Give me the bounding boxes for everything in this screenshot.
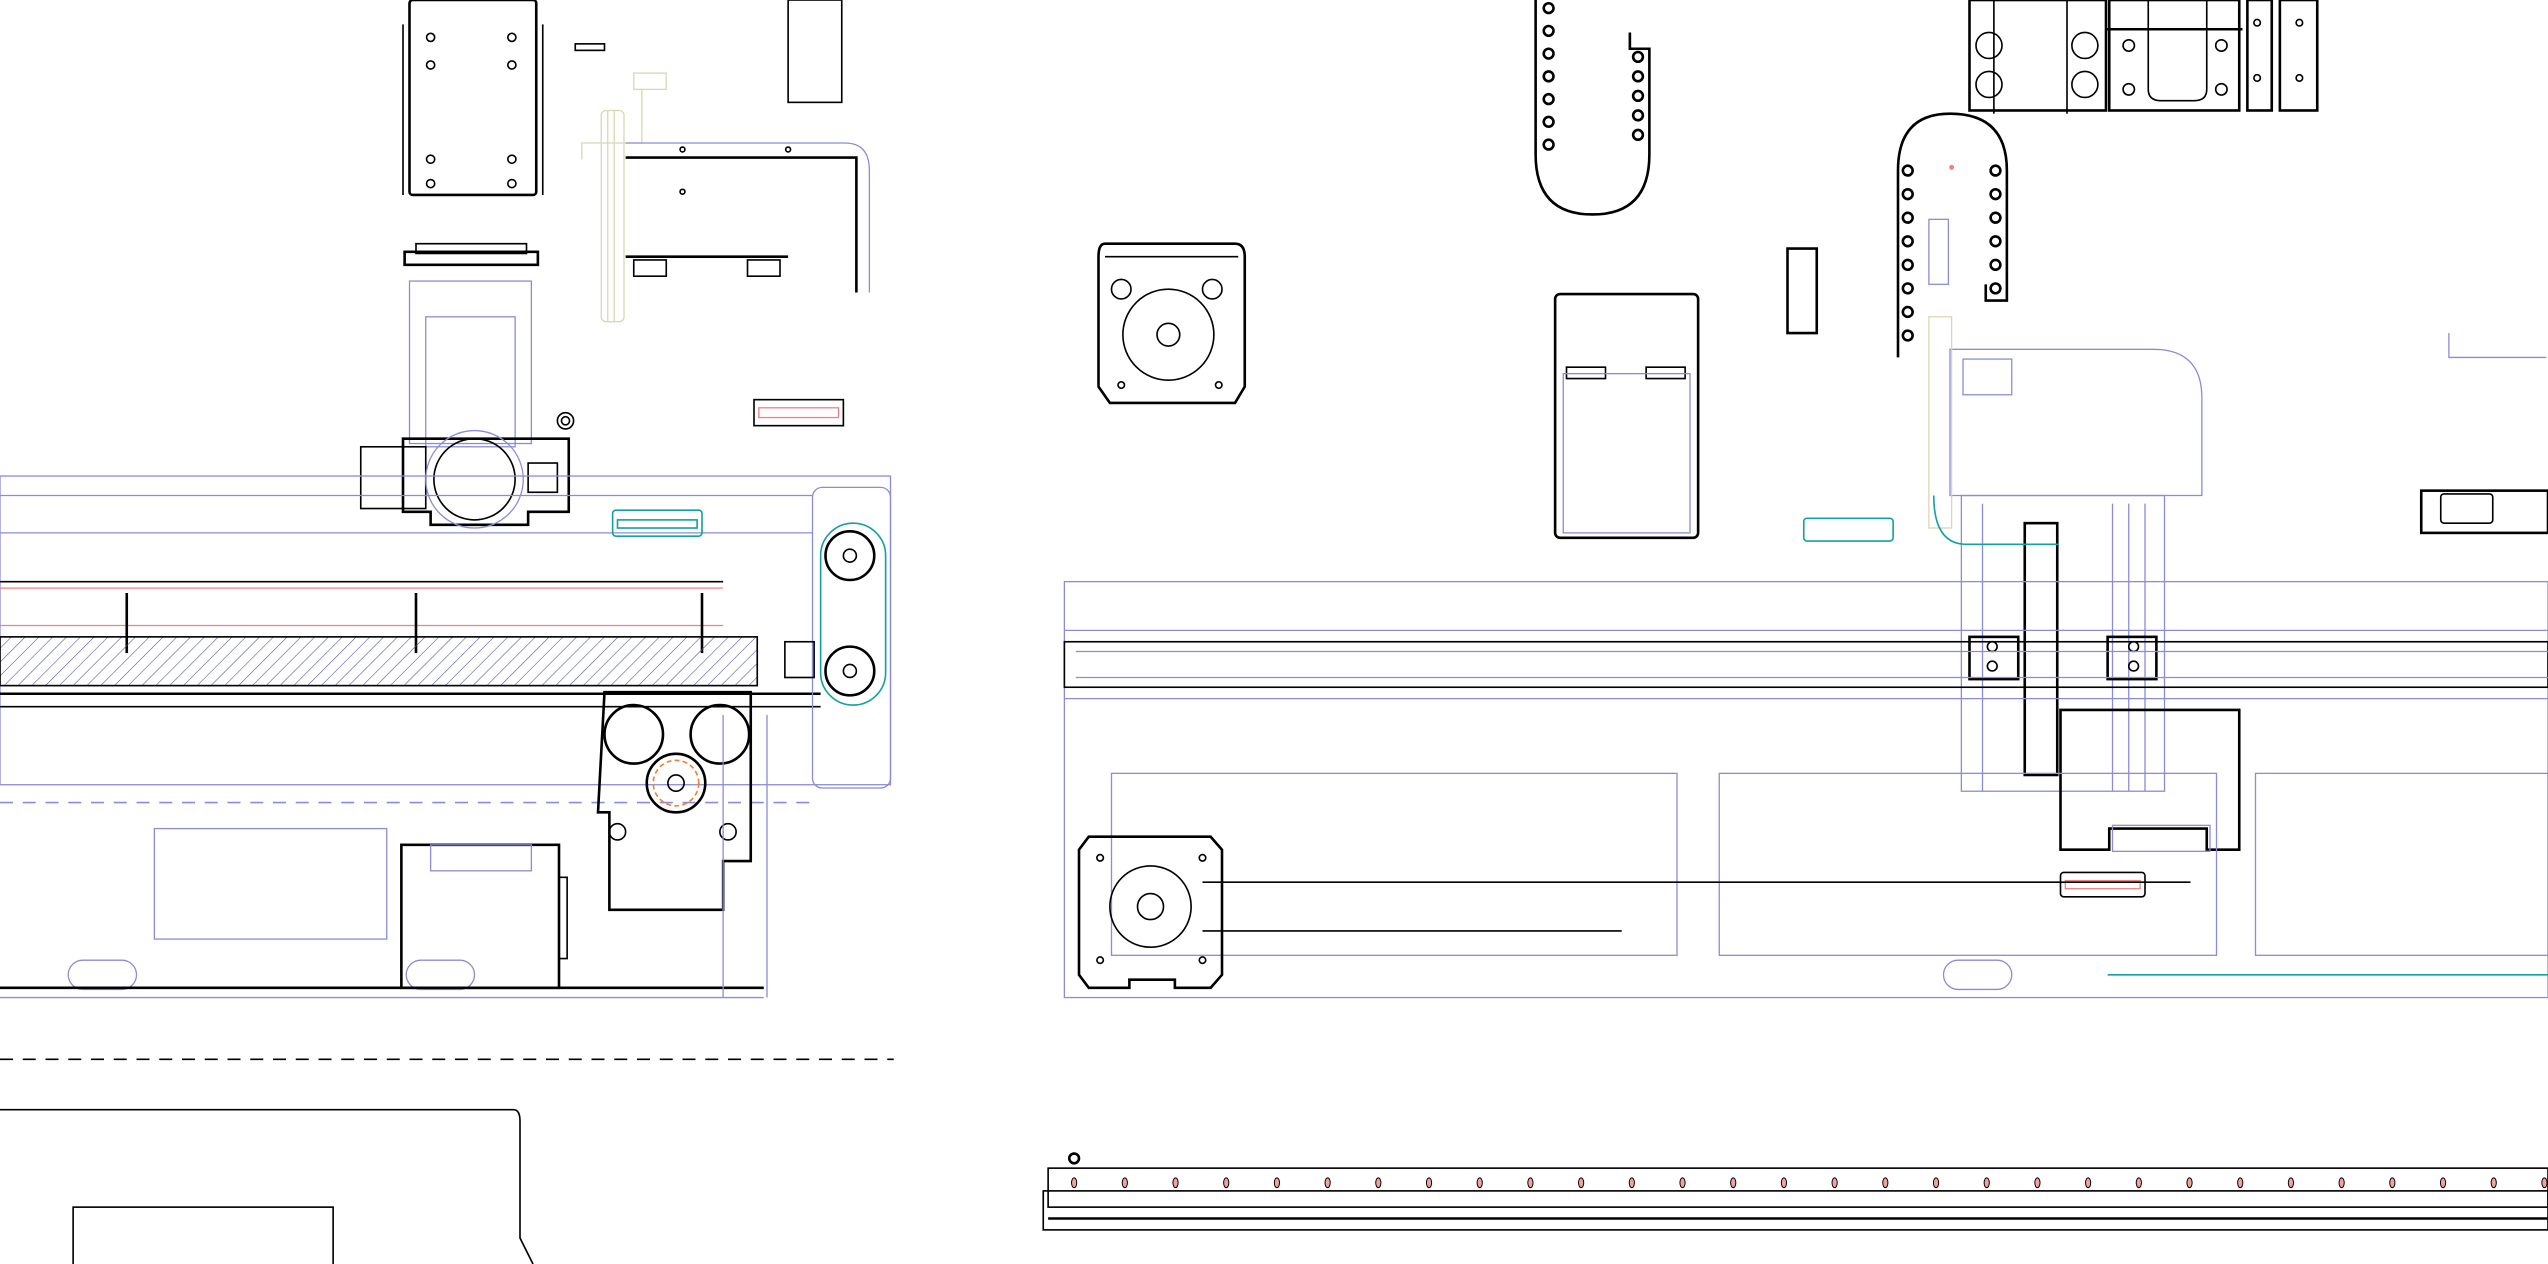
rail-hole [1273, 1177, 1281, 1189]
rail-hole [1628, 1177, 1635, 1189]
chain-link-pin [1901, 235, 1914, 248]
rail-hole [1476, 1177, 1483, 1189]
drag-chains [1534, 0, 2009, 358]
rail-hole [2490, 1177, 2497, 1189]
rail-hole [1223, 1177, 1230, 1189]
chain-link-pin [1989, 258, 2002, 271]
chain-link-pin [1901, 164, 1914, 177]
chain-link-pin [1989, 164, 2002, 177]
rail-hole [2186, 1177, 2193, 1189]
rail-hole [2541, 1177, 2548, 1189]
chain-link-pin [1901, 258, 1914, 271]
rail-hole [2389, 1177, 2396, 1189]
rail-hole [1780, 1177, 1788, 1189]
chain-link-pin [1989, 282, 2002, 295]
chain-link-pin [1631, 50, 1645, 64]
rail-hole [1425, 1177, 1433, 1189]
chain-link-pin [1631, 109, 1645, 122]
rail-hole [2287, 1177, 2295, 1189]
carriage-assembly [1802, 218, 2241, 898]
right-frame [1063, 580, 2548, 999]
rail-hole [2085, 1177, 2092, 1189]
rail-hole [1983, 1177, 1990, 1189]
rail-hole [1679, 1177, 1686, 1189]
chain-link-pin [1989, 235, 2002, 248]
rail-hole [1172, 1177, 1179, 1189]
top-right-plates [1968, 0, 2548, 535]
left-motor-idler [359, 280, 575, 529]
rail-hole [1375, 1177, 1382, 1189]
rail-hole [1071, 1177, 1078, 1189]
chain-link-pin [1989, 187, 2002, 201]
rail-hole [1121, 1177, 1128, 1189]
rail-hole [1527, 1177, 1534, 1189]
chain-link-pin [1631, 70, 1645, 83]
left-cable-assembly [581, 72, 871, 427]
rail-hole [1831, 1177, 1838, 1189]
rail-hole [1882, 1177, 1889, 1189]
chain-link-pin [1542, 92, 1555, 106]
chain-link-pin [1631, 89, 1645, 103]
chain-link-pin [1901, 187, 1914, 201]
left-frame [0, 475, 894, 1264]
motor-mount-plate [1097, 242, 1819, 540]
chain-link-pin [1542, 47, 1555, 60]
left-top-bracket [402, 0, 843, 267]
rail-hole [2237, 1177, 2244, 1189]
chain-link-pin [1901, 305, 1914, 319]
rail-hole [2338, 1177, 2345, 1189]
chain-link-pin [1901, 329, 1914, 342]
bottom-rail [1042, 1152, 2548, 1231]
chain-link-pin [1542, 24, 1555, 38]
chain-link-pin [1901, 282, 1914, 295]
chain-link-pin [1542, 115, 1555, 129]
chain-link-pin [1542, 138, 1555, 151]
rail-hole [2439, 1177, 2447, 1189]
rail-hole [1324, 1177, 1331, 1189]
chain-link-pin [1631, 128, 1645, 142]
rail-hole [2135, 1177, 2142, 1189]
rail-hole [1578, 1177, 1585, 1189]
rail-hole [1730, 1177, 1737, 1189]
chain-link-pin [1901, 211, 1914, 224]
rail-hole [1932, 1177, 1940, 1189]
chain-link-pin [1542, 1, 1555, 15]
rail-hole [2034, 1177, 2041, 1189]
chain-link-pin [1542, 70, 1555, 83]
chain-link-pin [1989, 211, 2002, 224]
